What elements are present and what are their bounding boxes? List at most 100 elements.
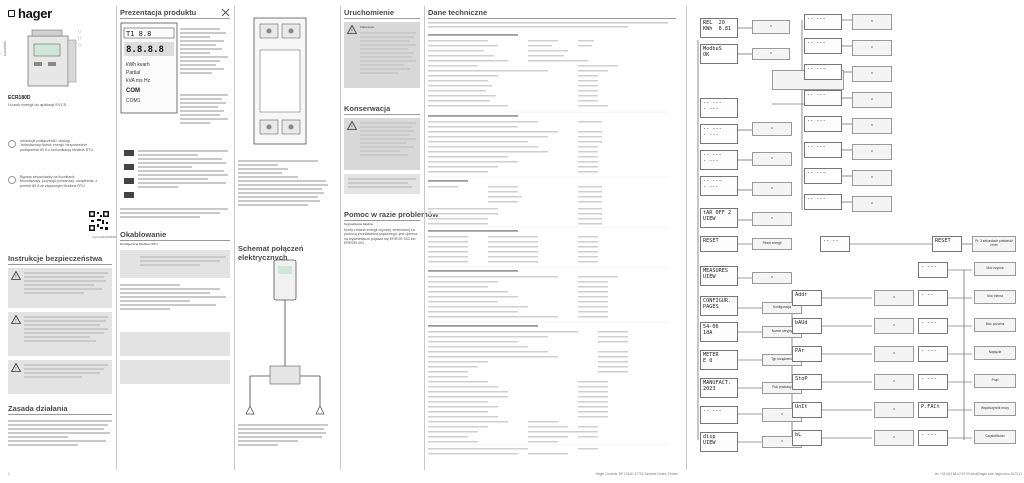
warning-label: Zalecenia xyxy=(360,26,374,29)
navigation-flow-lines xyxy=(697,19,972,443)
qr-code[interactable] xyxy=(88,210,110,232)
svg-text:!: ! xyxy=(15,319,16,324)
lcd-value[interactable]: -- --- xyxy=(804,194,842,210)
button-icon xyxy=(124,164,134,170)
lcd-value[interactable]: - --- xyxy=(918,318,948,334)
lcd-value[interactable]: -- --- xyxy=(804,168,842,184)
lcd-value[interactable]: -- --- xyxy=(804,14,842,30)
warning-icon: ! xyxy=(347,121,357,130)
lcd-value[interactable]: bL xyxy=(792,430,822,446)
lcd-reset[interactable]: RESET xyxy=(700,236,738,252)
svg-text:COM1: COM1 xyxy=(126,98,141,104)
lcd-value[interactable]: -- ---- --- xyxy=(700,150,738,170)
startup-heading: Uruchomienie xyxy=(344,8,395,17)
label-reset-energy: Reset energii xyxy=(752,238,792,250)
lcd-total-energy[interactable]: REL 20 KWh 8.81 xyxy=(700,18,738,38)
svg-text:COM: COM xyxy=(126,88,140,94)
page-number-1: 1 xyxy=(8,472,10,476)
conservation-heading: Konserwacja xyxy=(344,104,391,113)
wiring-diagram xyxy=(253,17,307,145)
svg-text:!: ! xyxy=(15,275,16,280)
page-2: Uruchomienie ! Zalecenia Konserwacja ! P… xyxy=(340,0,682,483)
label-pf: Współczynnik mocy xyxy=(974,402,1016,416)
connection-diagram xyxy=(245,259,325,415)
lcd-serial[interactable]: 54-06 18A xyxy=(700,322,738,342)
lcd-value[interactable]: UnIt xyxy=(792,402,822,418)
modbus-caption: Konfiguracja Modbus RTU xyxy=(120,243,158,246)
label-voltage: Napięcie xyxy=(974,346,1016,360)
lcd-value[interactable]: -- ---- --- xyxy=(700,98,738,118)
help-heading: Pomoc w razie problemów xyxy=(344,210,439,219)
page-1: hager 6LE008069A ◯◯◯ ECR180D Licznik ene… xyxy=(0,0,336,483)
safety-heading: Instrukcje bezpieczeństwa xyxy=(8,254,103,263)
svg-text:kWh kvarh: kWh kvarh xyxy=(126,62,150,68)
tech-data-table xyxy=(428,22,668,455)
lcd-value[interactable]: - --- xyxy=(918,262,948,278)
feature-text-2: Bypass sinusoidalny na licznikach:Monofa… xyxy=(20,175,98,188)
warning-icon: ! xyxy=(347,25,357,34)
lcd-value[interactable]: PAr xyxy=(792,346,822,362)
lcd-value[interactable]: - --- xyxy=(918,430,948,446)
warning-icon: ! xyxy=(11,271,21,280)
help-title: Sygnalizacja błędów xyxy=(344,223,374,226)
label-reactive: Moc bierna xyxy=(974,290,1016,304)
svg-text:!: ! xyxy=(15,367,16,372)
page-3: REL 20 KWh 8.81 ≡ ModbuS OK ≡ ≡≡≡ -- ---… xyxy=(686,0,1024,483)
lcd-value[interactable]: P.FACt xyxy=(918,402,948,418)
product-illustration xyxy=(27,29,77,87)
display-diagram: T1 8.8 8.8.8.8 kWh kvarh Partial kVA ms … xyxy=(120,22,178,114)
label-frequency: Częstotliwość xyxy=(974,430,1016,444)
lcd-value[interactable]: -- --- xyxy=(804,38,842,54)
label-apparent: Moc pozorna xyxy=(974,318,1016,332)
label-current: Prąd xyxy=(974,374,1016,388)
note-box xyxy=(120,332,230,356)
lcd-value[interactable]: -- --- xyxy=(804,116,842,132)
lcd-value[interactable]: -- -- xyxy=(820,236,850,252)
lcd-value[interactable]: StoP xyxy=(792,374,822,390)
web-ref[interactable]: hgr.io/r/ECR180D xyxy=(92,236,116,239)
lcd-value[interactable]: - -- xyxy=(918,290,948,306)
note-box xyxy=(120,360,230,384)
lcd-modbus-ok[interactable]: ModbuS OK xyxy=(700,44,738,64)
lcd-value[interactable]: -- ---- --- xyxy=(700,176,738,196)
svg-text:Partial: Partial xyxy=(126,70,140,76)
tools-icon xyxy=(221,8,230,17)
lcd-value[interactable]: bAUd xyxy=(792,318,822,334)
svg-text:8.8.8.8: 8.8.8.8 xyxy=(126,45,164,55)
lcd-value[interactable]: - --- xyxy=(918,346,948,362)
lcd-config-pages[interactable]: CONFIGUR. PAGES xyxy=(700,296,738,316)
hager-logo: hager xyxy=(8,6,52,21)
lcd-reset-confirm[interactable]: RESET xyxy=(932,236,962,252)
label-reset-all: Pr. 3 sekundach potwierdź reset xyxy=(972,236,1016,252)
principle-heading: Zasada działania xyxy=(8,404,68,413)
feature-icon-2 xyxy=(8,176,16,184)
lcd-meter[interactable]: METER E 0 xyxy=(700,350,738,370)
presentation-heading: Prezentacja produktu xyxy=(120,8,197,17)
lcd-value[interactable]: -- --- xyxy=(700,406,738,424)
svg-text:kVA ms Hz: kVA ms Hz xyxy=(126,78,151,84)
tech-heading: Dane techniczne xyxy=(428,8,488,17)
product-code: ECR180D xyxy=(8,95,31,101)
lcd-value[interactable]: -- ---- --- xyxy=(700,124,738,144)
button-icon xyxy=(124,192,134,198)
lcd-value[interactable]: -- --- xyxy=(804,90,842,106)
product-subtitle: Licznik energii do aplikacji EVCS xyxy=(8,102,67,107)
lcd-display-view[interactable]: disp UIEW xyxy=(700,432,738,452)
lcd-value[interactable]: - --- xyxy=(918,374,948,390)
contact-footer: tel. +33 (0)3 88 02 87 00 info@hager.com… xyxy=(934,472,1022,476)
lcd-value[interactable]: -- --- xyxy=(804,142,842,158)
doc-code: 6LE008069A xyxy=(4,40,7,56)
cabling-heading: Okablowanie xyxy=(120,230,167,239)
connection-heading: Schemat połączeń elektrycznych xyxy=(238,244,304,262)
svg-text:T1 8.8: T1 8.8 xyxy=(126,30,151,38)
lcd-tariff[interactable]: tAR 0FF 2 UIEW xyxy=(700,208,738,228)
lcd-measures-view[interactable]: MEASURES UIEW xyxy=(700,266,738,286)
feature-icon-1 xyxy=(8,140,16,148)
lcd-manufact[interactable]: MANUFACT. 2023 xyxy=(700,378,738,398)
lcd-value[interactable]: -- --- xyxy=(804,64,842,80)
help-text: Kiedy zmiana energii czynnej, zmierzonej… xyxy=(344,228,419,246)
lcd-value[interactable]: Addr xyxy=(792,290,822,306)
label-power: Moc czynna xyxy=(974,262,1016,276)
safety-box-2 xyxy=(8,312,112,356)
